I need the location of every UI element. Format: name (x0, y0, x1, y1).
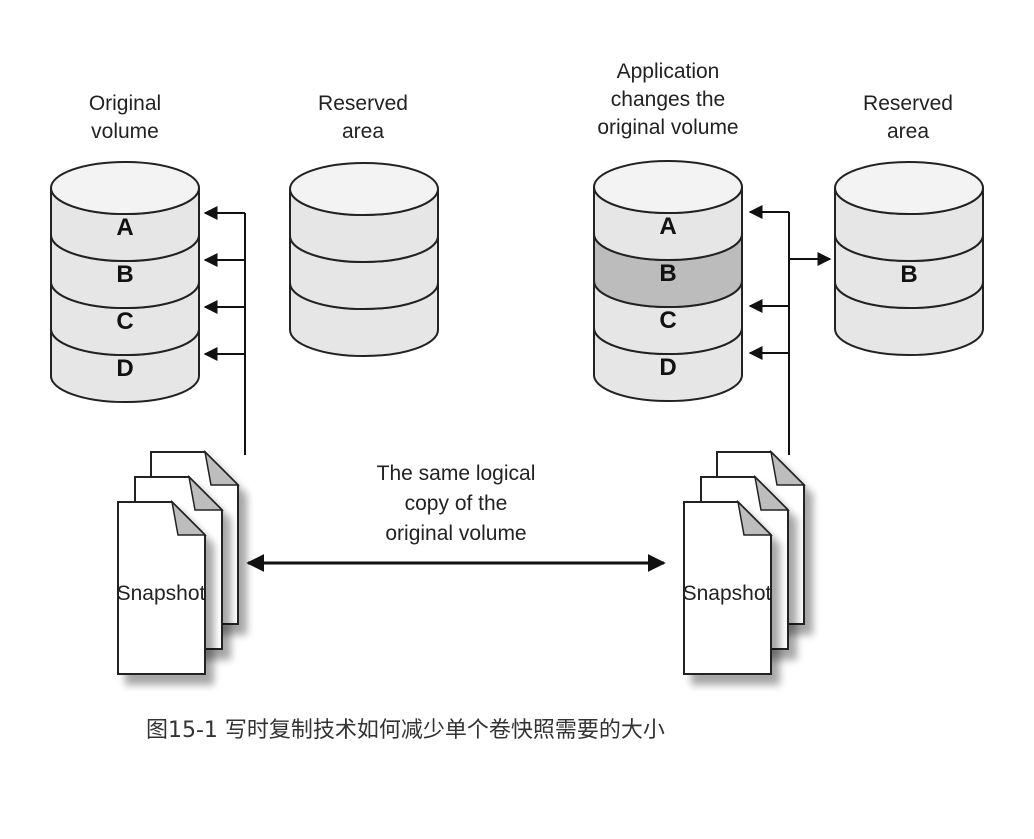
segment-label: B (900, 261, 917, 288)
snapshot-page-front: Snapshot (117, 499, 207, 675)
page-fold-icon (187, 474, 224, 511)
page-fold-icon (736, 499, 773, 536)
cylinder-top (289, 162, 439, 216)
snapshot-label: Snapshot (683, 582, 772, 605)
reserved-area-cylinder-left (289, 162, 439, 357)
reserved-area-cylinder-right: B (834, 161, 984, 356)
figure-caption: 图15-1 写时复制技术如何减少单个卷快照需要的大小 (146, 718, 665, 743)
left-snapshot-pointers (203, 206, 246, 455)
snapshot-label: Snapshot (117, 582, 206, 605)
page-fold-icon (170, 499, 207, 536)
page-fold-icon (203, 449, 240, 486)
page-fold-icon (769, 449, 806, 486)
segment-label: A (116, 214, 133, 241)
snapshot-page-front: Snapshot (683, 499, 773, 675)
snapshot-stack-right: Snapshot (683, 449, 806, 675)
snapshot-stack-left: Snapshot (117, 449, 240, 675)
segment-label: C (659, 307, 676, 334)
segment-label: B (659, 260, 676, 287)
segment-label: D (116, 355, 133, 382)
cylinder-top (593, 160, 743, 214)
segment-label: B (116, 261, 133, 288)
segment-label: A (659, 213, 676, 240)
segment-label: C (116, 308, 133, 335)
page-fold-icon (753, 474, 790, 511)
segment-label: D (659, 354, 676, 381)
cylinder-top (834, 161, 984, 215)
cylinder-top (50, 161, 200, 215)
right-snapshot-pointers (748, 205, 832, 455)
